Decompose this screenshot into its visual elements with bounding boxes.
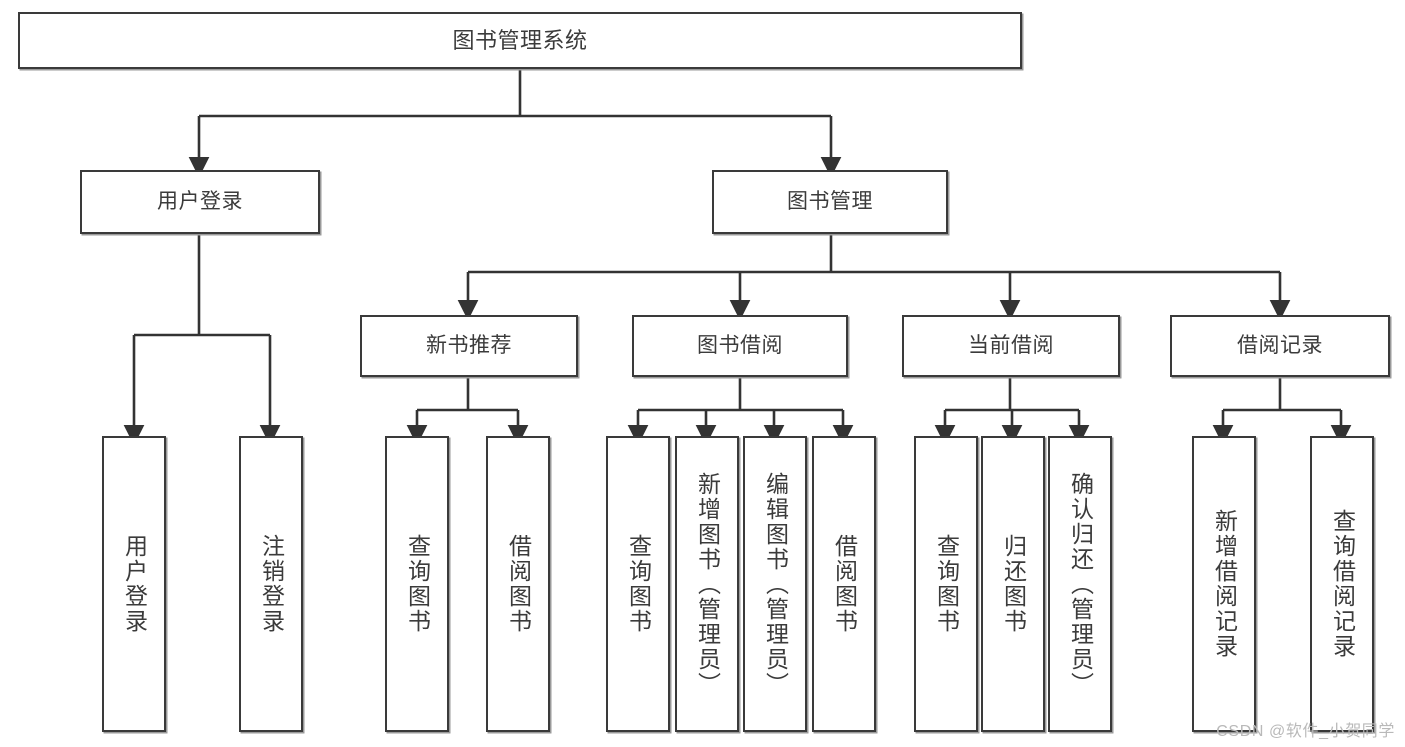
node-user-login[interactable]: 用户登录 xyxy=(80,170,320,234)
node-root-system-label: 图书管理系统 xyxy=(452,27,588,53)
node-new-book-recommend[interactable]: 新书推荐 xyxy=(360,315,578,377)
csdn-watermark: CSDN @软件_小贺同学 xyxy=(1216,723,1395,740)
leaf-book-borrow-edit[interactable]: 编辑图书（管理员） xyxy=(743,436,807,732)
leaf-new-book-borrow[interactable]: 借阅图书 xyxy=(486,436,550,732)
node-book-borrow[interactable]: 图书借阅 xyxy=(632,315,848,377)
leaf-new-book-query[interactable]: 查询图书 xyxy=(385,436,449,732)
leaf-borrow-record-add-label: 新增借阅记录 xyxy=(1211,509,1238,659)
leaf-user-login-logout-label: 注销登录 xyxy=(258,534,285,634)
node-borrow-record[interactable]: 借阅记录 xyxy=(1170,315,1390,377)
node-root-system[interactable]: 图书管理系统 xyxy=(18,12,1022,69)
leaf-user-login-login[interactable]: 用户登录 xyxy=(102,436,166,732)
node-borrow-record-label: 借阅记录 xyxy=(1237,333,1323,357)
leaf-book-borrow-query-label: 查询图书 xyxy=(625,534,652,634)
node-current-borrow[interactable]: 当前借阅 xyxy=(902,315,1120,377)
node-book-management[interactable]: 图书管理 xyxy=(712,170,948,234)
leaf-new-book-borrow-label: 借阅图书 xyxy=(505,534,532,634)
leaf-book-borrow-borrow-label: 借阅图书 xyxy=(831,534,858,634)
leaf-book-borrow-add-label: 新增图书（管理员） xyxy=(694,471,721,697)
node-book-management-label: 图书管理 xyxy=(787,189,873,213)
leaf-book-borrow-edit-label: 编辑图书（管理员） xyxy=(762,471,789,697)
leaf-borrow-record-add[interactable]: 新增借阅记录 xyxy=(1192,436,1256,732)
node-user-login-label: 用户登录 xyxy=(157,189,243,213)
node-book-borrow-label: 图书借阅 xyxy=(697,333,783,357)
leaf-current-borrow-return-label: 归还图书 xyxy=(1000,534,1027,634)
leaf-book-borrow-add[interactable]: 新增图书（管理员） xyxy=(675,436,739,732)
leaf-current-borrow-return[interactable]: 归还图书 xyxy=(981,436,1045,732)
leaf-current-borrow-query-label: 查询图书 xyxy=(933,534,960,634)
leaf-current-borrow-confirm-return[interactable]: 确认归还（管理员） xyxy=(1048,436,1112,732)
leaf-current-borrow-confirm-return-label: 确认归还（管理员） xyxy=(1067,471,1094,697)
leaf-borrow-record-query[interactable]: 查询借阅记录 xyxy=(1310,436,1374,732)
leaf-borrow-record-query-label: 查询借阅记录 xyxy=(1329,509,1356,659)
node-current-borrow-label: 当前借阅 xyxy=(968,333,1054,357)
leaf-new-book-query-label: 查询图书 xyxy=(404,534,431,634)
leaf-user-login-logout[interactable]: 注销登录 xyxy=(239,436,303,732)
node-new-book-recommend-label: 新书推荐 xyxy=(426,333,512,357)
leaf-user-login-login-label: 用户登录 xyxy=(121,534,148,634)
leaf-book-borrow-query[interactable]: 查询图书 xyxy=(606,436,670,732)
leaf-current-borrow-query[interactable]: 查询图书 xyxy=(914,436,978,732)
leaf-book-borrow-borrow[interactable]: 借阅图书 xyxy=(812,436,876,732)
